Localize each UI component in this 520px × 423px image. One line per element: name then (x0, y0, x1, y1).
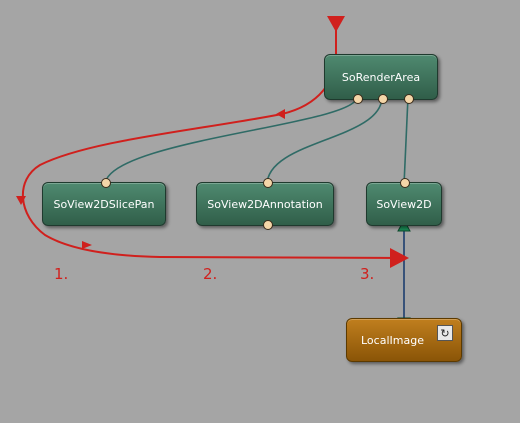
connection-view2d[interactable] (403, 96, 409, 186)
output-port[interactable] (353, 94, 363, 104)
node-sorenderarea[interactable]: SoRenderArea (324, 54, 438, 104)
output-port[interactable] (263, 220, 273, 230)
input-port[interactable] (263, 178, 273, 188)
output-port[interactable] (404, 94, 414, 104)
node-soview2dslicepan[interactable]: SoView2DSlicePan (42, 178, 166, 226)
reload-icon[interactable]: ↻ (437, 325, 453, 341)
traversal-arrow-1-icon (276, 109, 285, 119)
node-soview2d[interactable]: SoView2D (366, 178, 442, 226)
node-label: SoRenderArea (341, 70, 421, 84)
traversal-path (22, 30, 401, 259)
traversal-end-arrow-icon (390, 248, 409, 268)
node-label: LocalImage (361, 333, 424, 347)
traversal-arrow-2-icon (16, 196, 26, 205)
output-port[interactable] (378, 94, 388, 104)
node-localimage[interactable]: LocalImage ↻ (346, 318, 462, 362)
step-label-3: 3. (360, 265, 375, 283)
input-port[interactable] (101, 178, 111, 188)
traversal-arrow-3-icon (82, 241, 92, 249)
node-soview2dannotation[interactable]: SoView2DAnnotation (196, 178, 334, 230)
input-port[interactable] (400, 178, 410, 188)
connection-slicepan[interactable] (104, 96, 358, 186)
node-label: SoView2D (376, 197, 432, 211)
node-label: SoView2DAnnotation (207, 197, 323, 211)
step-label-1: 1. (54, 265, 69, 283)
step-label-2: 2. (203, 265, 218, 283)
traversal-start-arrow-icon (327, 16, 345, 32)
connection-annotation[interactable] (266, 96, 383, 186)
node-label: SoView2DSlicePan (53, 197, 155, 211)
